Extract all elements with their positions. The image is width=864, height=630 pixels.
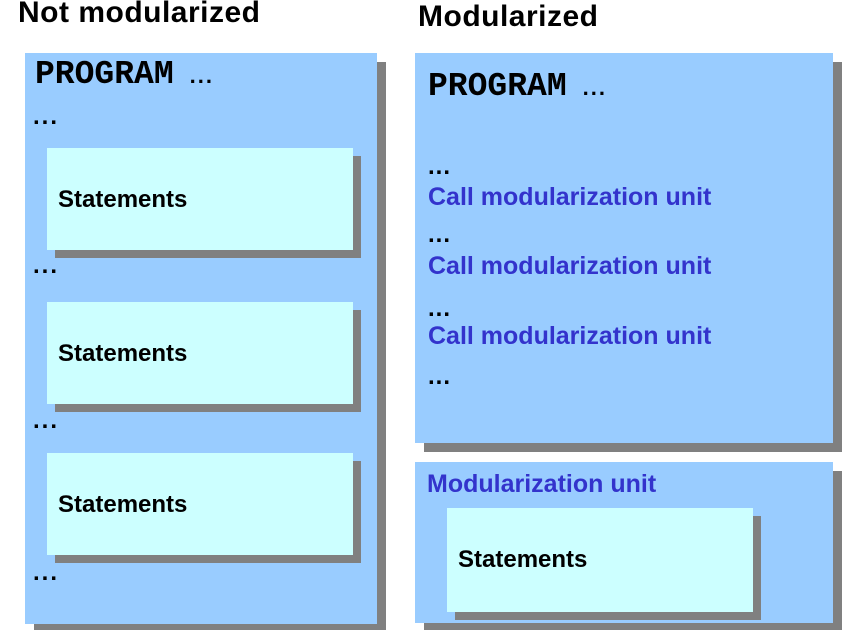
ellipsis-row: ... [33,252,60,279]
call-modularization-unit-line: Call modularization unit [428,252,712,280]
ellipsis-row: ... [428,363,452,390]
program-statement: PROGRAM... [35,55,214,95]
modularized-program-box: PROGRAM... ... Call modularization unit … [415,53,833,443]
ellipsis-row: ... [33,559,60,586]
ellipsis-row: ... [428,153,452,180]
not-modularized-title: Not modularized [18,0,261,29]
statements-label: Statements [458,546,588,573]
statements-box: Statements [447,508,753,612]
statements-label: Statements [58,186,188,213]
statements-label: Statements [58,340,188,367]
ellipsis-row: ... [428,295,452,322]
call-modularization-unit-line: Call modularization unit [428,322,712,350]
ellipsis-row: ... [33,103,60,130]
program-ellipsis: ... [582,75,607,100]
program-keyword: PROGRAM [35,56,174,93]
not-modularized-program-box: PROGRAM... ... Statements ... Statements… [25,53,377,624]
call-modularization-unit-line: Call modularization unit [428,183,712,211]
program-keyword: PROGRAM [428,68,567,105]
statements-box: Statements [47,453,353,555]
ellipsis-row: ... [33,407,60,434]
program-statement: PROGRAM... [428,67,607,107]
statements-box: Statements [47,148,353,250]
modularized-title: Modularized [418,0,599,33]
modularization-unit-title: Modularization unit [427,470,657,498]
ellipsis-row: ... [428,221,452,248]
statements-box: Statements [47,302,353,404]
program-ellipsis: ... [189,63,214,88]
modularization-unit-box: Modularization unit Statements [415,462,833,623]
statements-label: Statements [58,491,188,518]
